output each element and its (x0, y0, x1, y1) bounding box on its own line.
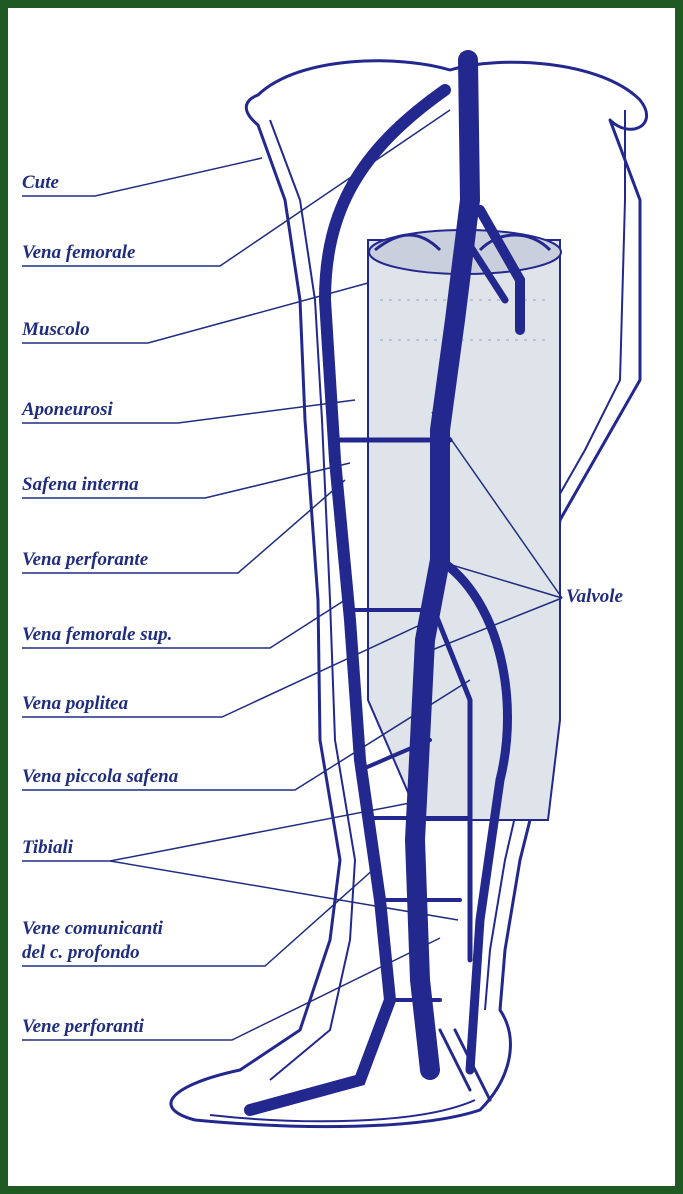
label-muscolo: Muscolo (22, 319, 90, 341)
label-vena-perforante: Vena perforante (22, 549, 148, 571)
label-tibiali: Tibiali (22, 837, 73, 859)
label-vene-comunicanti-line2: del c. profondo (22, 942, 140, 964)
label-vena-poplitea: Vena poplitea (22, 693, 128, 715)
label-safena-interna: Safena interna (22, 474, 139, 496)
label-valvole: Valvole (566, 586, 623, 608)
label-vena-femorale-sup: Vena femorale sup. (22, 624, 172, 646)
label-vene-comunicanti-line1: Vene comunicanti (22, 918, 163, 940)
label-vene-perforanti: Vene perforanti (22, 1016, 144, 1038)
label-vena-piccola-safena: Vena piccola safena (22, 766, 178, 788)
label-cute: Cute (22, 172, 59, 194)
label-aponeurosi: Aponeurosi (22, 399, 113, 421)
label-vena-femorale: Vena femorale (22, 242, 135, 264)
